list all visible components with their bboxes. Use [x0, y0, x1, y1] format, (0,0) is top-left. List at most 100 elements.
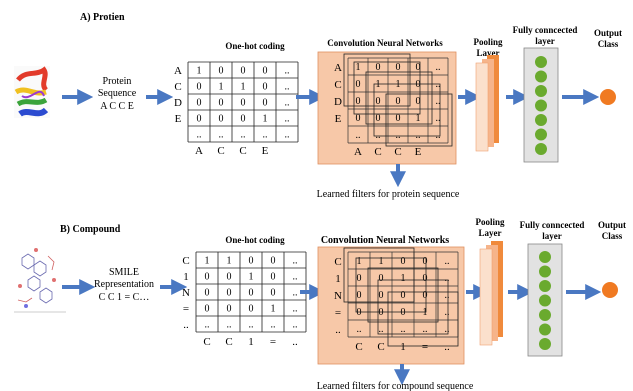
row-label: A	[334, 62, 342, 74]
matrix-cell: ..	[436, 113, 441, 124]
pooling-layer-a	[475, 55, 499, 152]
matrix-cell: 1	[416, 113, 421, 124]
col-label: C	[394, 146, 401, 158]
matrix-cell: 0	[416, 79, 421, 90]
output-title-a-1: Output	[594, 28, 622, 38]
matrix-cell: 1	[401, 273, 406, 284]
output-title-b-2: Class	[602, 231, 623, 241]
matrix-cell: 1	[271, 304, 276, 315]
col-label: ..	[444, 341, 450, 353]
matrix-cell: ..	[263, 130, 268, 141]
protein-input-label-1: Protein	[103, 76, 132, 87]
matrix-cell: 0	[241, 114, 246, 125]
matrix-cell: 0	[401, 307, 406, 318]
onehot-title-b: One-hot coding	[225, 235, 285, 245]
row-label: A	[174, 65, 182, 77]
col-label: A	[354, 146, 362, 158]
matrix-cell: 0	[357, 273, 362, 284]
matrix-cell: 1	[205, 256, 210, 267]
filter-outline	[387, 291, 459, 347]
cnn-title-a: Convolution Neural Networks	[327, 38, 443, 48]
compound-input-label-1: SMILE	[109, 267, 139, 278]
matrix-cell: 0	[423, 256, 428, 267]
matrix-cell: 0	[205, 304, 210, 315]
matrix-cell: ..	[293, 288, 298, 299]
matrix-cell: ..	[445, 256, 450, 267]
col-label: C	[225, 336, 232, 348]
matrix-cell: 0	[197, 98, 202, 109]
matrix-cell: 0	[263, 82, 268, 93]
row-label: N	[182, 287, 190, 299]
matrix-cell: 0	[423, 290, 428, 301]
col-label: E	[415, 146, 422, 158]
matrix-cell: ..	[357, 324, 362, 335]
cnn-box-a	[317, 51, 457, 165]
row-label: C	[334, 256, 341, 268]
row-label: C	[334, 79, 341, 91]
row-label: E	[335, 113, 342, 125]
matrix-cell: 0	[357, 307, 362, 318]
matrix-cell: 0	[376, 96, 381, 107]
matrix-cell: ..	[445, 324, 450, 335]
pooling-title-a-1: Pooling	[473, 37, 503, 47]
matrix-cell: 0	[205, 288, 210, 299]
pooling-layer-b	[479, 241, 503, 346]
output-title-a-2: Class	[598, 39, 619, 49]
matrix-cell: 0	[357, 290, 362, 301]
row-label: E	[175, 113, 182, 125]
matrix-cell: 0	[263, 66, 268, 77]
onehot-title-a: One-hot coding	[225, 41, 285, 51]
matrix-cell: ..	[293, 256, 298, 267]
fc-node	[535, 143, 547, 155]
col-label: =	[270, 336, 276, 348]
matrix-cell: 0	[227, 288, 232, 299]
matrix-cell: 0	[227, 272, 232, 283]
fc-node	[539, 265, 551, 278]
compound-input-label-3: C C 1 = C…	[99, 292, 150, 303]
matrix-cell: 0	[379, 307, 384, 318]
row-label: D	[334, 96, 342, 108]
row-label: 1	[335, 273, 341, 285]
matrix-cell: ..	[219, 130, 224, 141]
pooling-title-a-2: Layer	[477, 48, 500, 58]
matrix-cell: 1	[227, 256, 232, 267]
matrix-cell: 1	[249, 272, 254, 283]
matrix-cell: 0	[396, 96, 401, 107]
matrix-cell: ..	[205, 320, 210, 331]
matrix-cell: 0	[241, 98, 246, 109]
matrix-cell: 0	[401, 290, 406, 301]
matrix-cell: ..	[293, 272, 298, 283]
matrix-cell: 0	[401, 256, 406, 267]
filter-outline	[373, 83, 441, 137]
fc-title-b-2: layer	[542, 231, 562, 241]
filter-outline	[377, 279, 449, 335]
matrix-cell: 1	[376, 79, 381, 90]
col-label: C	[355, 341, 362, 353]
col-label: 1	[400, 341, 406, 353]
matrix-cell: ..	[445, 307, 450, 318]
matrix-cell: 0	[219, 98, 224, 109]
fc-title-a-2: layer	[535, 36, 555, 46]
matrix-cell: 0	[241, 66, 246, 77]
panel-a: A) Protien Protein Sequence A C C E One-…	[14, 12, 622, 200]
matrix-cell: ..	[241, 130, 246, 141]
matrix-cell: 0	[205, 272, 210, 283]
filter-outline	[365, 71, 433, 125]
matrix-cell: ..	[227, 320, 232, 331]
filter-outline	[355, 257, 427, 313]
col-label: =	[422, 341, 428, 353]
matrix-cell: 0	[271, 272, 276, 283]
matrix-cell: 0	[396, 62, 401, 73]
matrix-cell: ..	[436, 62, 441, 73]
filter-outline	[353, 61, 421, 115]
col-label: C	[217, 145, 224, 157]
panel-b: B) Compound SMILE Representation C C 1 =…	[14, 217, 626, 391]
matrix-cell: ..	[423, 324, 428, 335]
matrix-cell: ..	[285, 66, 290, 77]
cnn-box-b	[317, 246, 465, 365]
filter-outline	[343, 53, 411, 107]
matrix-cell: 0	[379, 290, 384, 301]
fc-node	[535, 128, 547, 141]
